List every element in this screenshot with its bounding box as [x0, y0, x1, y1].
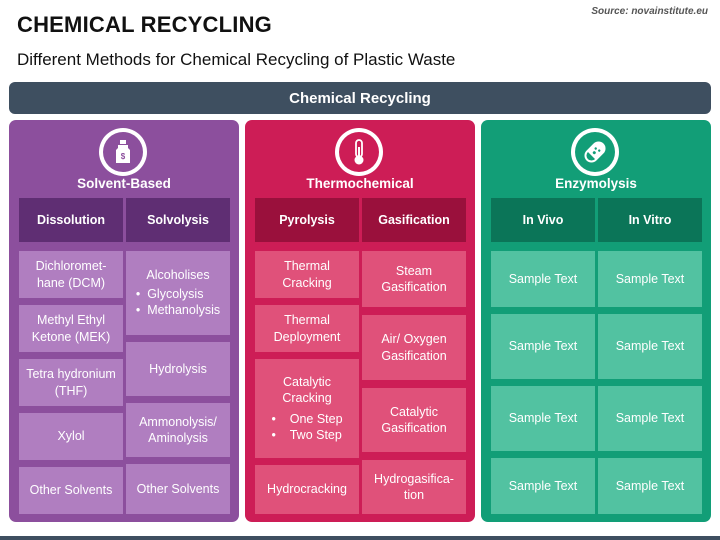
- list-item: Tetra hydronium (THF): [19, 359, 123, 406]
- list-item: Xylol: [19, 413, 123, 460]
- list-item-label: Alcoholises: [146, 268, 210, 283]
- thermo-icon-badge: [335, 128, 383, 176]
- list-item: Hydrocracking: [255, 465, 359, 514]
- pyrolysis-header: Pyrolysis: [255, 198, 359, 242]
- in-vitro-header: In Vitro: [598, 198, 702, 242]
- column-title: Solvent-Based: [77, 176, 171, 191]
- column-title: Thermochemical: [306, 176, 414, 191]
- list-item: Sample Text: [598, 251, 702, 307]
- list-item: Air/ Oxygen Gasification: [362, 315, 466, 380]
- list-item: Thermal Cracking: [255, 251, 359, 298]
- page-title: CHEMICAL RECYCLING: [17, 12, 272, 37]
- list-item: Sample Text: [598, 386, 702, 451]
- solvent-based-column: $ Solvent-Based Dissolution Solvolysis D…: [9, 120, 239, 522]
- enzyme-capsule-icon: [584, 141, 606, 163]
- list-item: Sample Text: [491, 386, 595, 451]
- list-item: Sample Text: [598, 314, 702, 379]
- list-item: Sample Text: [491, 251, 595, 307]
- list-item: Hydrogasifica-tion: [362, 460, 466, 514]
- footer-bar: [0, 536, 720, 540]
- bullet-list: • Glycolysis • Methanolysis: [136, 286, 220, 319]
- list-item: Other Solvents: [19, 467, 123, 514]
- list-item: Hydrolysis: [126, 342, 230, 396]
- list-item: Ammonolysis/ Aminolysis: [126, 403, 230, 457]
- bullet-item: • Glycolysis: [135, 286, 204, 301]
- list-item: Sample Text: [491, 458, 595, 514]
- bullet-item: • Two Step: [271, 428, 342, 442]
- list-item-alcoholises: Alcoholises • Glycolysis • Methanolysis: [126, 251, 230, 335]
- column-title: Enzymolysis: [555, 176, 637, 191]
- thermometer-icon: [354, 139, 364, 165]
- solvolysis-header: Solvolysis: [126, 198, 230, 242]
- list-item: Dichloromet-hane (DCM): [19, 251, 123, 298]
- thermochemical-column: Thermochemical Pyrolysis Gasification Th…: [245, 120, 475, 522]
- list-item: Thermal Deployment: [255, 305, 359, 352]
- svg-text:$: $: [121, 152, 126, 161]
- source-credit: Source: novainstitute.eu: [591, 6, 708, 17]
- list-item: Steam Gasification: [362, 251, 466, 307]
- dissolution-header: Dissolution: [19, 198, 123, 242]
- list-item-catalytic-cracking: Catalytic Cracking • One Step • Two Step: [255, 359, 359, 458]
- list-item: Other Solvents: [126, 464, 230, 514]
- enzyme-icon-badge: [571, 128, 619, 176]
- bullet-item: • Methanolysis: [135, 303, 221, 318]
- bottle-icon: $: [116, 140, 130, 163]
- list-item: Sample Text: [491, 314, 595, 379]
- list-item: Catalytic Gasification: [362, 388, 466, 452]
- bullet-item: • One Step: [271, 411, 343, 426]
- solvent-icon-badge: $: [99, 128, 147, 176]
- chemical-recycling-banner: Chemical Recycling: [9, 82, 711, 114]
- in-vivo-header: In Vivo: [491, 198, 595, 242]
- list-item: Methyl Ethyl Ketone (MEK): [19, 305, 123, 352]
- enzymolysis-column: Enzymolysis In Vivo In Vitro Sample Text…: [481, 120, 711, 522]
- list-item-label: Catalytic Cracking: [282, 374, 332, 406]
- page-subtitle: Different Methods for Chemical Recycling…: [17, 50, 456, 69]
- bullet-list: • One Step • Two Step: [271, 411, 342, 444]
- list-item: Sample Text: [598, 458, 702, 514]
- gasification-header: Gasification: [362, 198, 466, 242]
